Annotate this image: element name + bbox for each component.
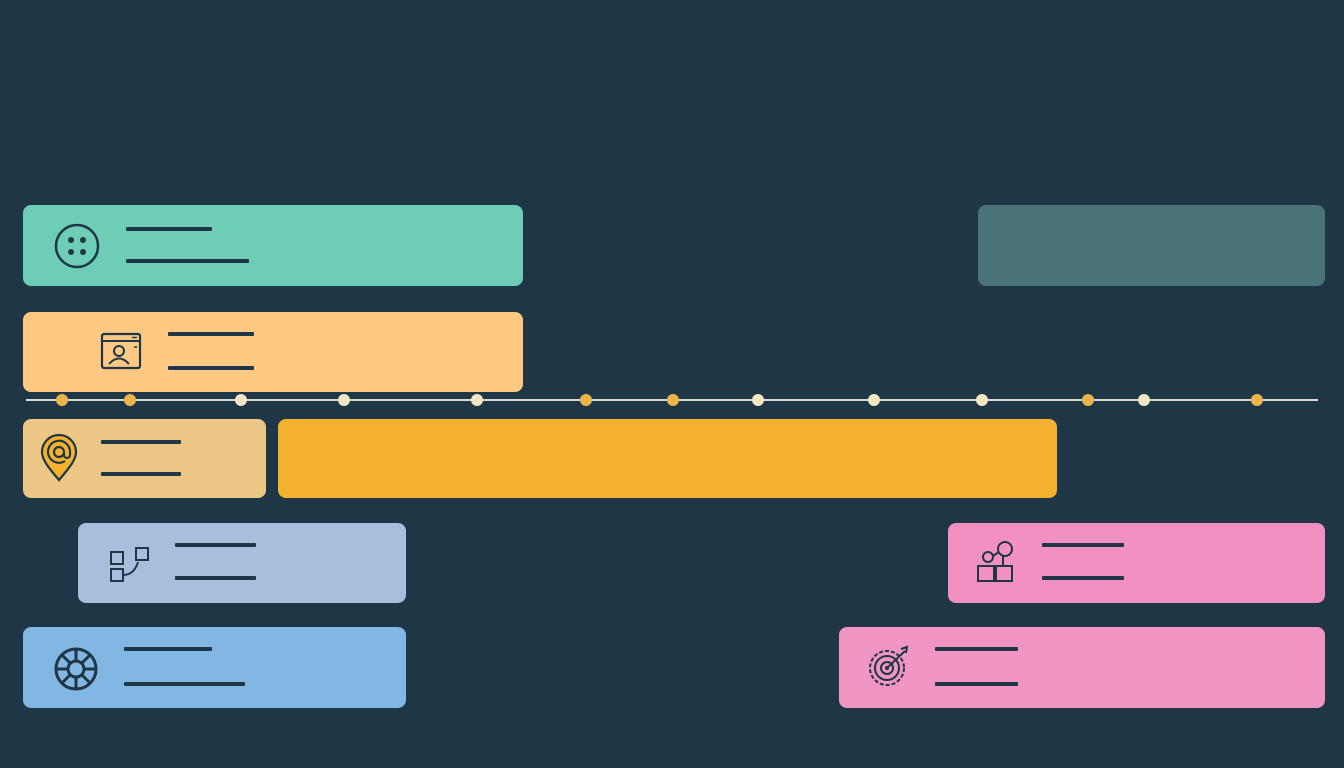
text-line-placeholder [935,647,1018,651]
text-line-placeholder [1042,576,1124,580]
target-gear-icon [865,643,913,691]
timeline-dot [976,394,988,406]
text-line-placeholder [175,543,256,547]
bar-pink-bottom [839,627,1325,708]
bar-sky [23,627,406,708]
timeline-dot [868,394,880,406]
dots-grid-icon [53,223,101,269]
shapes-icon [974,539,1018,585]
bar-peach [23,312,523,392]
bar-lavender [78,523,406,603]
profile-window-icon [99,331,143,371]
text-line-placeholder [935,682,1018,686]
text-line-placeholder [124,647,212,651]
timeline-dot [235,394,247,406]
timeline-dot [580,394,592,406]
text-line-placeholder [168,332,254,336]
timeline-dot [56,394,68,406]
text-line-placeholder [101,472,181,476]
timeline-dot [1082,394,1094,406]
text-line-placeholder [168,366,254,370]
timeline-dot [471,394,483,406]
text-line-placeholder [126,259,249,263]
bar-amber [278,419,1057,498]
text-line-placeholder [124,682,245,686]
text-line-placeholder [1042,543,1124,547]
bar-teal [23,205,523,286]
bar-teal-muted [978,205,1325,286]
bar-pink-top [948,523,1325,603]
bar-tan [23,419,266,498]
lifebuoy-icon [52,645,100,693]
timeline-dot [1138,394,1150,406]
at-location-pin-icon [39,433,79,483]
timeline-dot [1251,394,1263,406]
text-line-placeholder [101,440,181,444]
timeline-dot [124,394,136,406]
timeline-dot [667,394,679,406]
timeline-dot [338,394,350,406]
text-line-placeholder [126,227,212,231]
timeline-dot [752,394,764,406]
flow-nodes-icon [108,545,152,583]
text-line-placeholder [175,576,256,580]
